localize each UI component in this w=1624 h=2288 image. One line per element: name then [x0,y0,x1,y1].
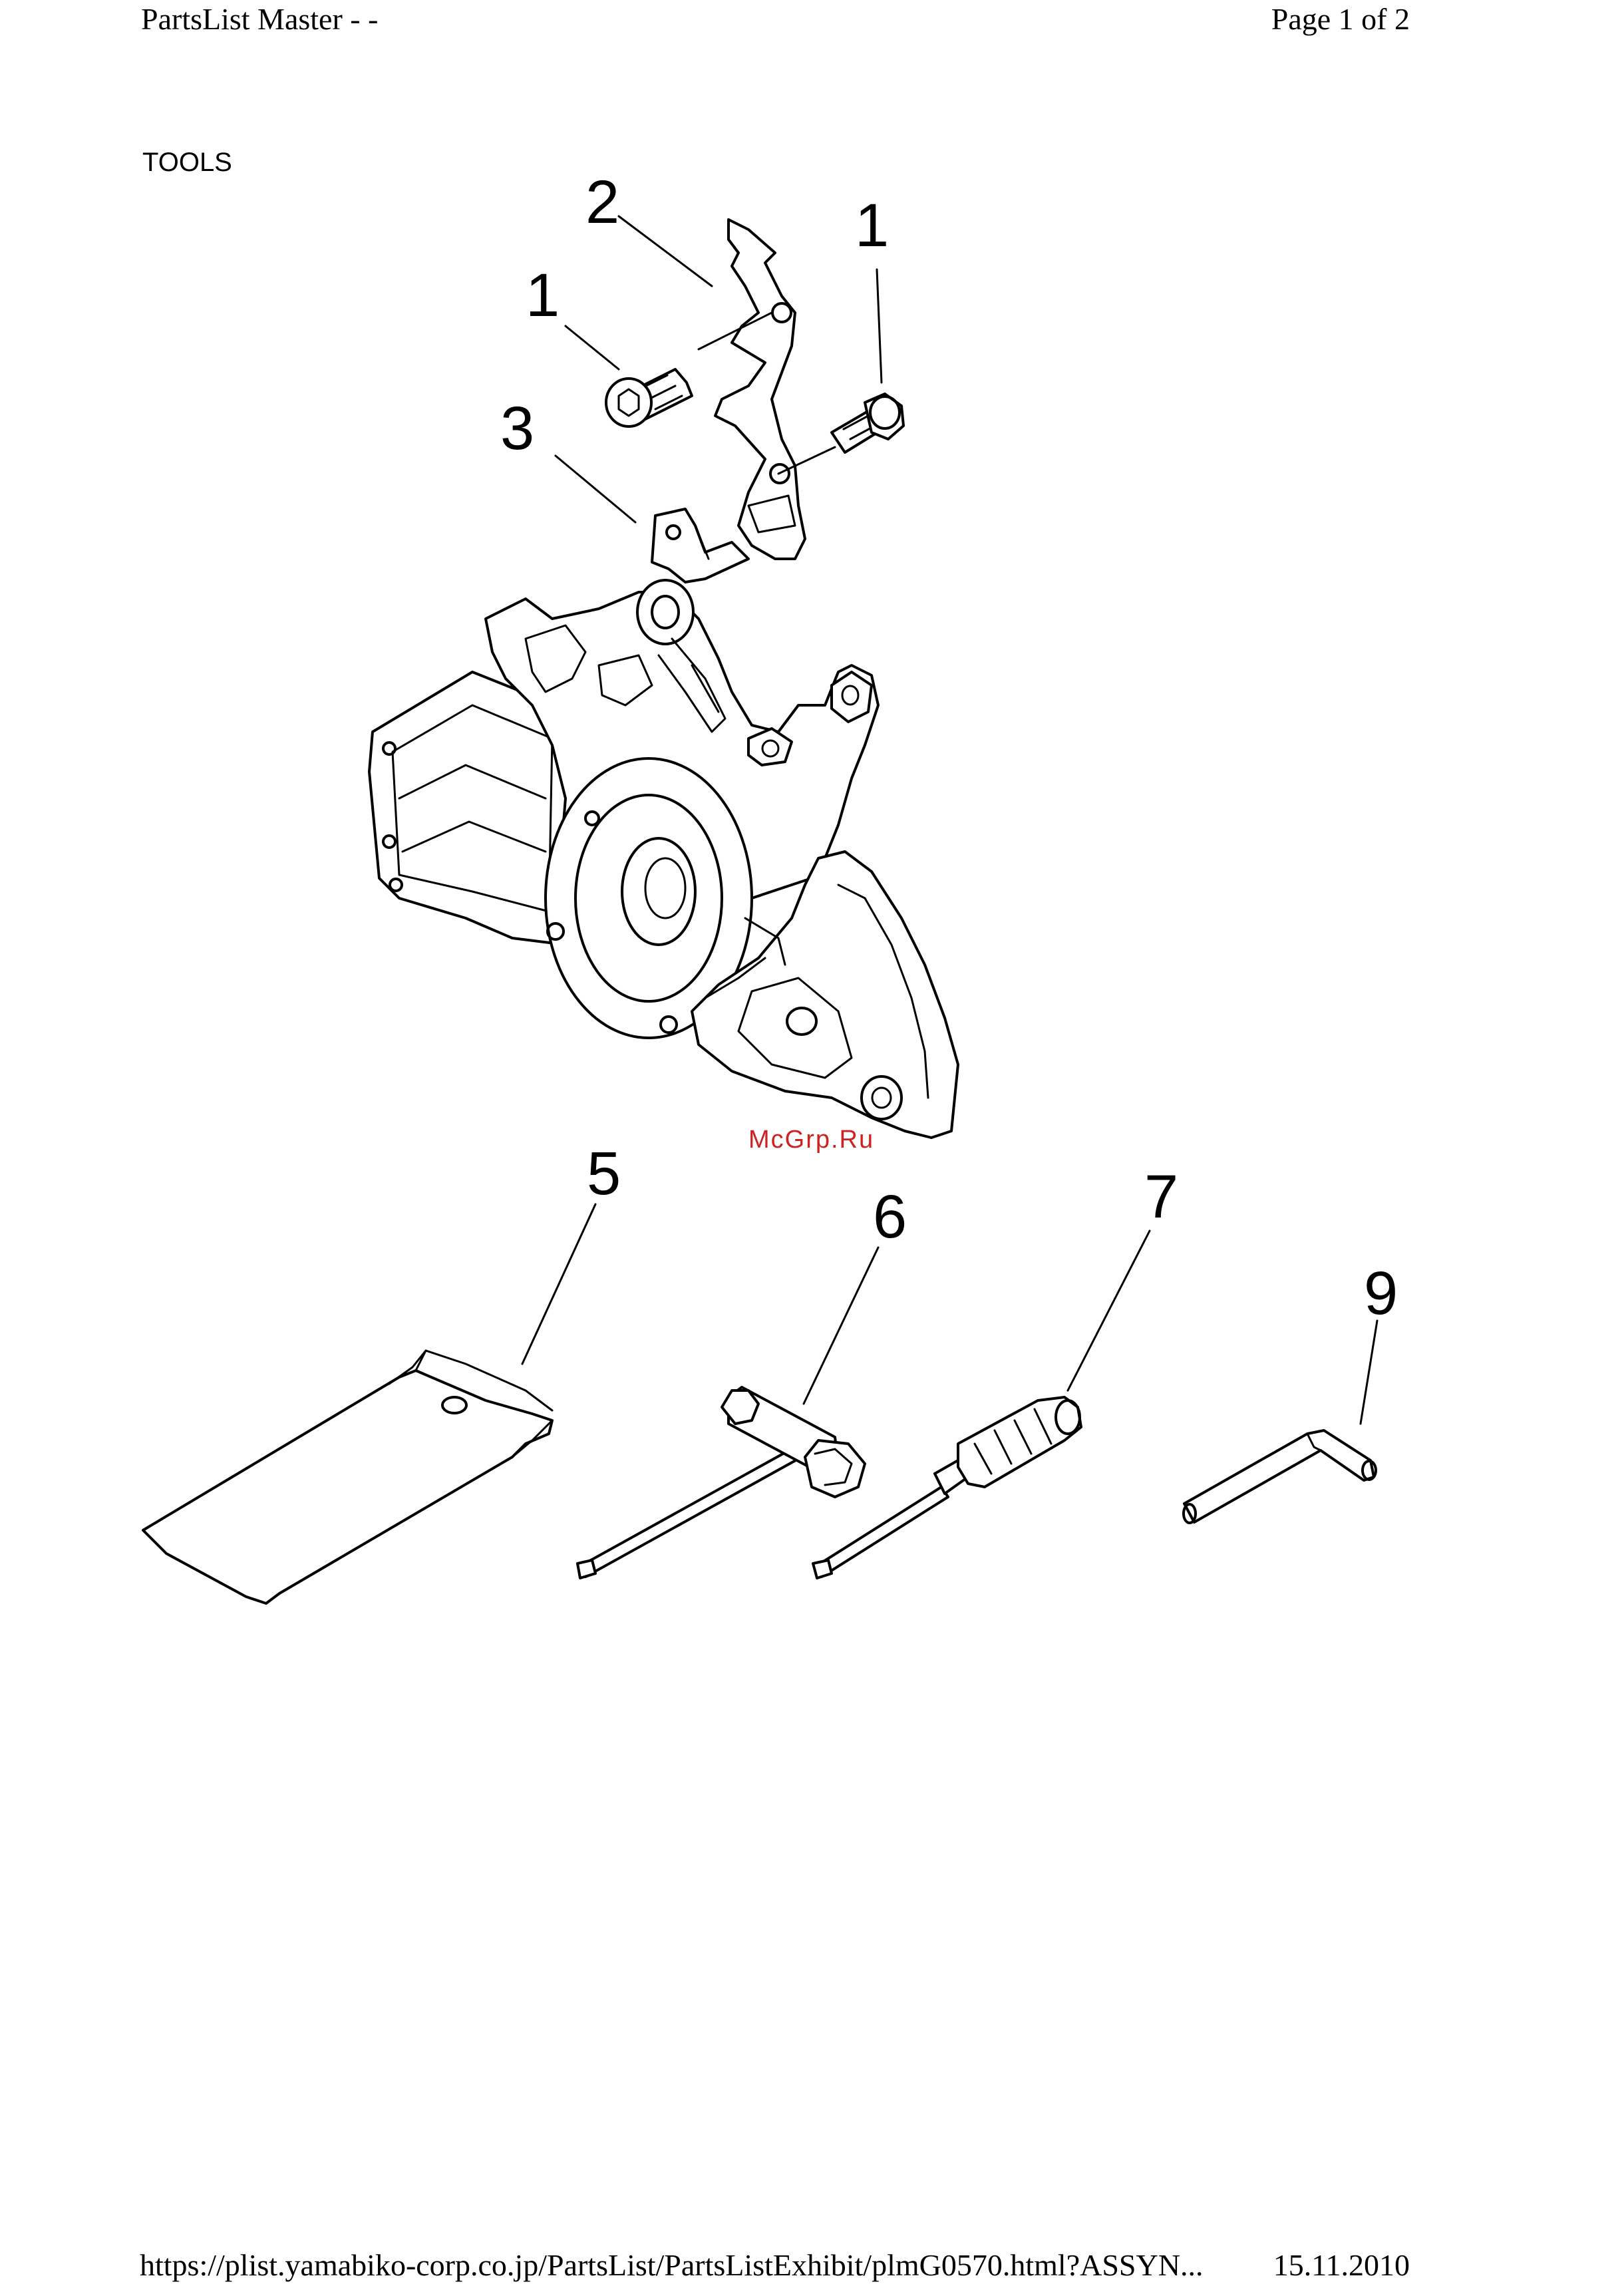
leader-2 [619,216,712,286]
hex-key-part [1184,1430,1376,1523]
watermark: McGrp.Ru [748,1126,874,1154]
callout-6: 6 [873,1183,907,1251]
screw-right [832,394,903,452]
callout-7: 7 [1144,1163,1178,1231]
callout-3: 3 [500,395,534,462]
chain-catcher-part [699,220,835,559]
leader-1-left [566,326,619,369]
leader-5 [522,1204,595,1364]
callout-9: 9 [1364,1259,1398,1327]
leader-1-right [877,269,882,383]
leader-9 [1361,1321,1377,1424]
leader-7 [1068,1231,1150,1390]
leader-6 [804,1247,878,1404]
callout-1-right: 1 [855,192,889,259]
callout-5: 5 [587,1140,621,1208]
leader-3 [556,456,635,522]
callout-2: 2 [585,168,619,236]
combination-wrench-part [577,1387,865,1578]
footer-date: 15.11.2010 [1273,2247,1410,2283]
screw-left [606,369,692,426]
bracket-part [652,509,748,582]
tool-pouch-part [143,1351,552,1603]
crankcase-housing [369,580,958,1138]
callout-1-left: 1 [526,261,560,329]
footer-url[interactable]: https://plist.yamabiko-corp.co.jp/PartsL… [140,2247,1203,2283]
